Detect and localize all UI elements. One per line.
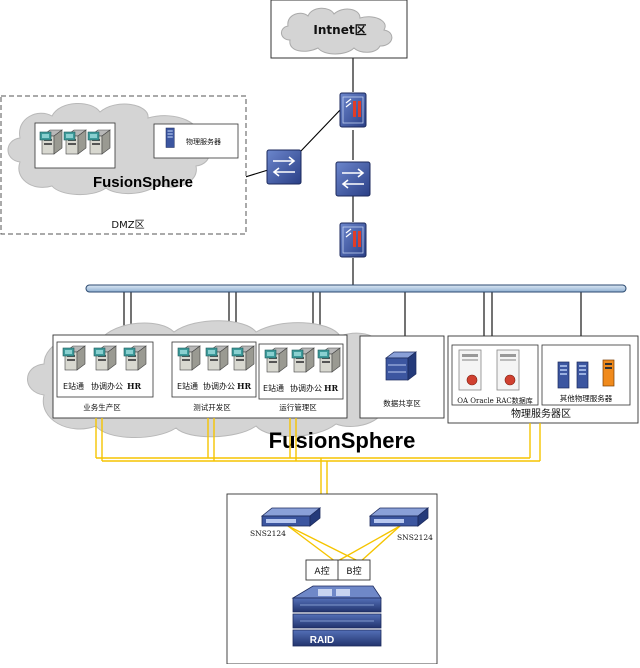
business-hr-server-icon	[123, 345, 147, 371]
oa-db-server-2-icon	[496, 349, 520, 391]
controller-a-label: A控	[314, 565, 329, 577]
dmz-vm-server-3-icon	[87, 129, 111, 155]
data-share-zone: 数据共享区	[359, 335, 445, 419]
oa-db-server-1-icon	[458, 349, 482, 391]
oa-db-label: OA Oracle RAC数据库	[457, 396, 533, 405]
operations-hr-server-icon	[317, 347, 341, 373]
testdev-zone-label: 测试开发区	[193, 402, 231, 412]
controller-b-label: B控	[346, 565, 361, 577]
operations-cluster: E站通 协调办公 HR 运行管理区	[258, 343, 344, 412]
data-share-storage-icon	[384, 351, 418, 381]
dmz-switch-icon	[266, 149, 302, 185]
testdev-app-hr: HR	[237, 381, 252, 391]
dmz-vm-server-1-icon	[39, 129, 63, 155]
business-app-office: 协调办公	[91, 381, 123, 391]
inner-firewall-icon	[339, 222, 367, 258]
dmz-zone: 物理服务器 FusionSphere DMZ区	[0, 95, 247, 235]
business-estation-server-icon	[62, 345, 86, 371]
business-app-estation: E站通	[63, 381, 84, 391]
business-office-server-icon	[93, 345, 117, 371]
testdev-estation-server-icon	[177, 345, 201, 371]
testdev-app-office: 协调办公	[203, 381, 235, 391]
business-zone-label: 业务生产区	[83, 402, 121, 412]
storage-fc-links	[95, 418, 541, 563]
operations-app-office: 协调办公	[290, 383, 322, 393]
link-firewall-dmzswitch	[299, 107, 343, 153]
san-switch-left-icon	[261, 507, 321, 527]
internet-zone: Intnet区	[270, 0, 408, 59]
san-switch-right-label: SNS2124	[397, 533, 433, 542]
testdev-cluster: E站通 协调办公 HR 测试开发区	[171, 341, 257, 412]
testdev-app-estation: E站通	[177, 381, 198, 391]
internet-label: Intnet区	[313, 23, 366, 37]
core-switch-icon	[335, 161, 371, 197]
other-server-1-icon	[557, 361, 570, 389]
san-switch-left-label: SNS2124	[250, 529, 286, 538]
business-app-hr: HR	[127, 381, 142, 391]
dmz-physical-server-icon	[165, 127, 175, 148]
storage-zone: SNS2124 SNS2124 A控 B控 RAID	[226, 493, 438, 665]
other-server-3-icon	[602, 359, 615, 387]
other-physical-label: 其他物理服务器	[560, 393, 613, 403]
operations-app-estation: E站通	[263, 383, 284, 393]
san-switch-right-icon	[369, 507, 429, 527]
physical-zone-label: 物理服务器区	[511, 407, 571, 420]
dmz-physical-server-label: 物理服务器	[186, 137, 221, 146]
dmz-zone-label: DMZ区	[111, 219, 144, 231]
raid-array-icon	[291, 585, 382, 647]
link-dmzswitch-dmz	[241, 169, 269, 179]
dmz-vm-server-2-icon	[63, 129, 87, 155]
backbone-bus	[85, 284, 627, 293]
physical-server-zone: OA Oracle RAC数据库 其他物理服务器 物理服务器区	[447, 335, 639, 424]
edge-firewall-icon	[339, 92, 367, 128]
internet-cloud	[281, 7, 393, 55]
dmz-fusionsphere-label: FusionSphere	[93, 174, 193, 191]
operations-estation-server-icon	[264, 347, 288, 373]
operations-office-server-icon	[291, 347, 315, 373]
testdev-hr-server-icon	[231, 345, 255, 371]
testdev-office-server-icon	[205, 345, 229, 371]
operations-zone-label: 运行管理区	[279, 402, 317, 412]
business-cluster: E站通 协调办公 HR 业务生产区	[56, 341, 154, 412]
data-share-label: 数据共享区	[383, 398, 421, 408]
cluster-fusionsphere-label: FusionSphere	[269, 428, 416, 453]
operations-app-hr: HR	[324, 383, 339, 393]
raid-label: RAID	[310, 635, 334, 646]
other-server-2-icon	[576, 361, 589, 389]
